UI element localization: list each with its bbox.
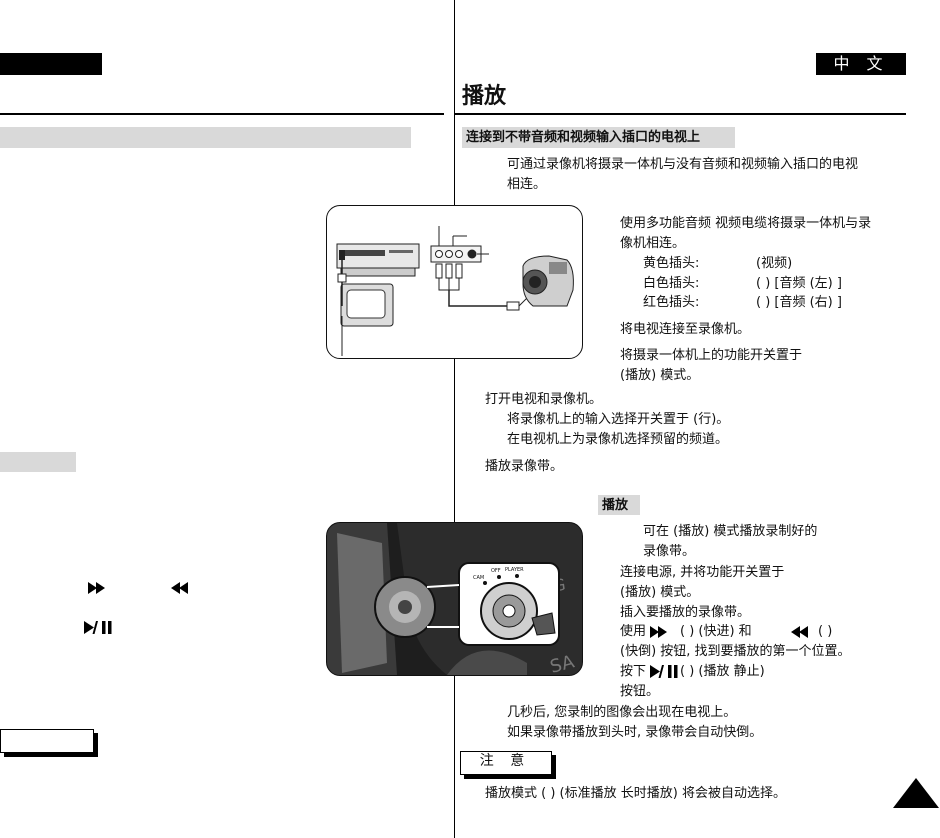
switch-label-player: PLAYER <box>505 567 524 573</box>
switch-label-off: OFF <box>491 568 501 574</box>
connect-step4: 打开电视和录像机。 <box>485 392 603 407</box>
center-divider <box>454 0 455 838</box>
page-number-triangle <box>893 778 939 808</box>
red-plug-label: 红色插头: <box>643 295 700 310</box>
language-tab <box>816 53 906 75</box>
playback-step1-line2: (播放) 模式。 <box>620 585 700 600</box>
section-heading: 连接到不带音频和视频输入插口的电视上 <box>466 130 701 145</box>
connect-step1-line2: 像机相连。 <box>620 236 686 251</box>
intro-line2: 相连。 <box>507 177 547 192</box>
left-ff-icon <box>88 582 106 594</box>
note-text: 播放模式 ( ) (标准播放 长时播放) 将会被自动选择。 <box>485 786 786 801</box>
language-tab-label: 中 文 <box>833 54 889 73</box>
playback-heading: 播放 <box>602 498 629 513</box>
playback-step3-post: ( ) <box>818 624 833 639</box>
left-header-rule <box>0 113 444 115</box>
left-note-box <box>0 729 94 753</box>
svg-text:SA: SA <box>548 651 577 675</box>
playback-step2: 插入要播放的录像带。 <box>620 605 751 620</box>
playback-step1-line1: 连接电源, 并将功能开关置于 <box>620 565 785 580</box>
playback-step3-pre: 使用 <box>620 624 647 639</box>
playback-step4-pre: 按下 <box>620 664 647 679</box>
rewind-icon <box>790 626 808 638</box>
connect-step1-line1: 使用多功能音频 视频电缆将摄录一体机与录 <box>620 216 872 231</box>
right-header-rule <box>455 113 906 115</box>
playback-heading-bar <box>598 495 640 515</box>
left-header-bar <box>0 53 102 75</box>
yellow-plug-label: 黄色插头: <box>643 256 700 271</box>
connect-step4-b: 在电视机上为录像机选择预留的频道。 <box>507 432 729 447</box>
play-pause-icon <box>650 665 678 678</box>
connect-step3-line2: (播放) 模式。 <box>620 368 700 383</box>
red-plug-desc: ( ) [音频 (右) ] <box>756 295 842 310</box>
playback-step4-post: ( ) (播放 静止) <box>680 664 765 679</box>
white-plug-label: 白色插头: <box>643 276 700 291</box>
playback-step4-line2: 按钮。 <box>620 684 660 699</box>
playback-after1: 几秒后, 您录制的图像会出现在电视上。 <box>507 705 737 720</box>
fast-forward-icon <box>650 626 668 638</box>
playback-intro-line1: 可在 (播放) 模式播放录制好的 <box>643 524 818 539</box>
connect-step4-a: 将录像机上的输入选择开关置于 (行)。 <box>507 412 730 427</box>
section-heading-bar <box>462 127 735 148</box>
playback-step3-mid: ( ) (快进) 和 <box>680 624 752 639</box>
connect-step5: 播放录像带。 <box>485 459 564 474</box>
playback-step3-line2: (快倒) 按钮, 找到要播放的第一个位置。 <box>620 644 851 659</box>
white-plug-desc: ( ) [音频 (左) ] <box>756 276 842 291</box>
left-subheading-bar <box>0 452 76 472</box>
intro-line1: 可通过录像机将摄录一体机与没有音频和视频输入插口的电视 <box>507 157 859 172</box>
switch-label-cam: CAM <box>473 575 484 581</box>
yellow-plug-desc: (视频) <box>756 256 793 271</box>
playback-intro-line2: 录像带。 <box>643 544 696 559</box>
left-section-heading-bar <box>0 127 411 148</box>
note-box <box>460 751 552 775</box>
connect-step2: 将电视连接至录像机。 <box>620 322 751 337</box>
left-rew-icon <box>170 582 188 594</box>
connect-step3-line1: 将摄录一体机上的功能开关置于 <box>620 348 803 363</box>
camcorder-photo: NG SA CAM OFF PLAYER <box>326 522 583 676</box>
note-label: 注 意 <box>479 753 531 769</box>
connection-diagram <box>326 205 583 359</box>
playback-after2: 如果录像带播放到头时, 录像带会自动快倒。 <box>507 725 763 740</box>
left-play-pause-icon <box>84 621 112 634</box>
page-title: 播放 <box>462 84 507 109</box>
